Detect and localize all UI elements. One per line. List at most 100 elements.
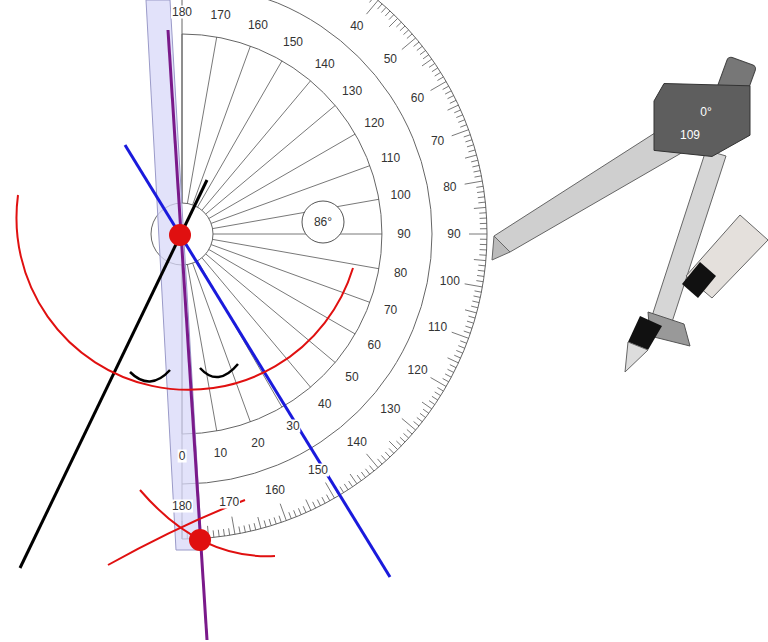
angle-value: 86° [314, 216, 332, 229]
outer-scale-number: 70 [430, 134, 445, 147]
scale-tick [468, 150, 475, 152]
scale-tick [269, 519, 271, 526]
scale-tick [402, 418, 416, 430]
scale-tick [480, 249, 487, 250]
compass-reading: 0° [700, 106, 711, 119]
compass-reading: 109 [680, 129, 700, 142]
inner-scale-number: 120 [363, 117, 385, 130]
compass-head-outline [652, 82, 752, 158]
scale-tick [480, 218, 487, 219]
scale-tick [478, 202, 485, 204]
scale-tick [403, 433, 408, 438]
scale-tick [464, 331, 471, 333]
scale-tick [478, 270, 485, 272]
outer-scale-number: 120 [407, 364, 429, 377]
scale-tick [370, 466, 374, 471]
radial-line [182, 34, 183, 203]
protractor [182, 0, 487, 539]
scale-tick [435, 72, 441, 76]
outer-scale-number: 170 [218, 495, 240, 508]
scale-tick [452, 130, 469, 136]
scale-tick [400, 26, 405, 31]
point [189, 529, 211, 551]
scale-tick [357, 475, 361, 481]
inner-scale-number: 40 [317, 398, 332, 411]
scale-tick [381, 455, 386, 460]
scale-tick [402, 38, 416, 50]
scale-tick [437, 387, 443, 391]
blue-line [125, 145, 390, 577]
scale-tick [280, 504, 286, 521]
inner-scale-number: 30 [285, 420, 300, 433]
scale-tick [279, 516, 281, 523]
compass-arc [16, 195, 353, 390]
inner-scale-number: 0 [178, 450, 187, 463]
scale-tick [389, 18, 397, 26]
outer-scale-number: 180 [171, 500, 193, 513]
scale-tick [232, 517, 235, 535]
scale-tick [472, 301, 479, 303]
outer-scale-number: 110 [427, 321, 448, 334]
scale-tick [448, 358, 459, 363]
inner-scale-number: 170 [210, 9, 232, 22]
scale-tick [480, 244, 487, 245]
angle-mark [130, 370, 170, 382]
scale-tick [473, 296, 480, 297]
scale-tick [303, 506, 306, 512]
scale-tick [477, 275, 484, 277]
scale-tick [365, 469, 369, 475]
scale-tick [465, 310, 477, 313]
scale-tick [480, 239, 487, 240]
scale-tick [452, 332, 469, 338]
angle-readout: 86° [301, 200, 345, 244]
inner-scale-number: 110 [380, 152, 401, 165]
scale-tick [223, 529, 225, 536]
protractor-ticks [182, 0, 487, 539]
scale-tick [472, 165, 479, 167]
scale-tick [249, 524, 251, 531]
scale-tick [458, 120, 464, 123]
outer-scale-number: 40 [349, 19, 364, 32]
outer-scale-number: 140 [346, 436, 368, 449]
scale-tick [429, 401, 435, 405]
scale-tick [460, 341, 467, 344]
radial-line [213, 234, 382, 235]
scale-tick [443, 86, 449, 89]
scale-tick [450, 365, 456, 368]
compass-arc [140, 490, 275, 556]
compass-arc [108, 500, 245, 565]
scale-tick [480, 228, 487, 229]
scale-tick [469, 234, 487, 235]
inner-scale-number: 50 [344, 370, 359, 383]
scale-tick [229, 528, 230, 535]
scale-tick [417, 46, 423, 50]
scale-tick [465, 181, 483, 184]
scale-tick [420, 413, 426, 417]
scale-tick [476, 186, 483, 187]
compass [492, 56, 768, 372]
scale-tick [298, 508, 301, 514]
scale-tick [366, 454, 378, 468]
outer-scale-number: 100 [439, 275, 461, 288]
inner-scale-number: 180 [171, 6, 193, 19]
scale-tick [420, 50, 426, 54]
scale-tick [476, 281, 483, 282]
scale-tick [471, 306, 478, 308]
scale-tick [349, 481, 353, 487]
scale-tick [389, 441, 397, 449]
inner-scale-number: 10 [213, 446, 228, 459]
outer-scale-number: 90 [446, 228, 461, 241]
scale-tick [306, 500, 311, 511]
outer-scale-number: 50 [383, 53, 398, 66]
scale-tick [344, 484, 348, 490]
scale-tick [317, 500, 320, 506]
scale-tick [435, 392, 441, 396]
scale-tick [474, 260, 486, 261]
radial-line [193, 46, 251, 205]
scale-tick [385, 452, 390, 457]
scale-tick [429, 63, 435, 67]
scale-tick [448, 369, 454, 372]
scale-tick [456, 350, 462, 353]
scale-tick [468, 316, 475, 318]
